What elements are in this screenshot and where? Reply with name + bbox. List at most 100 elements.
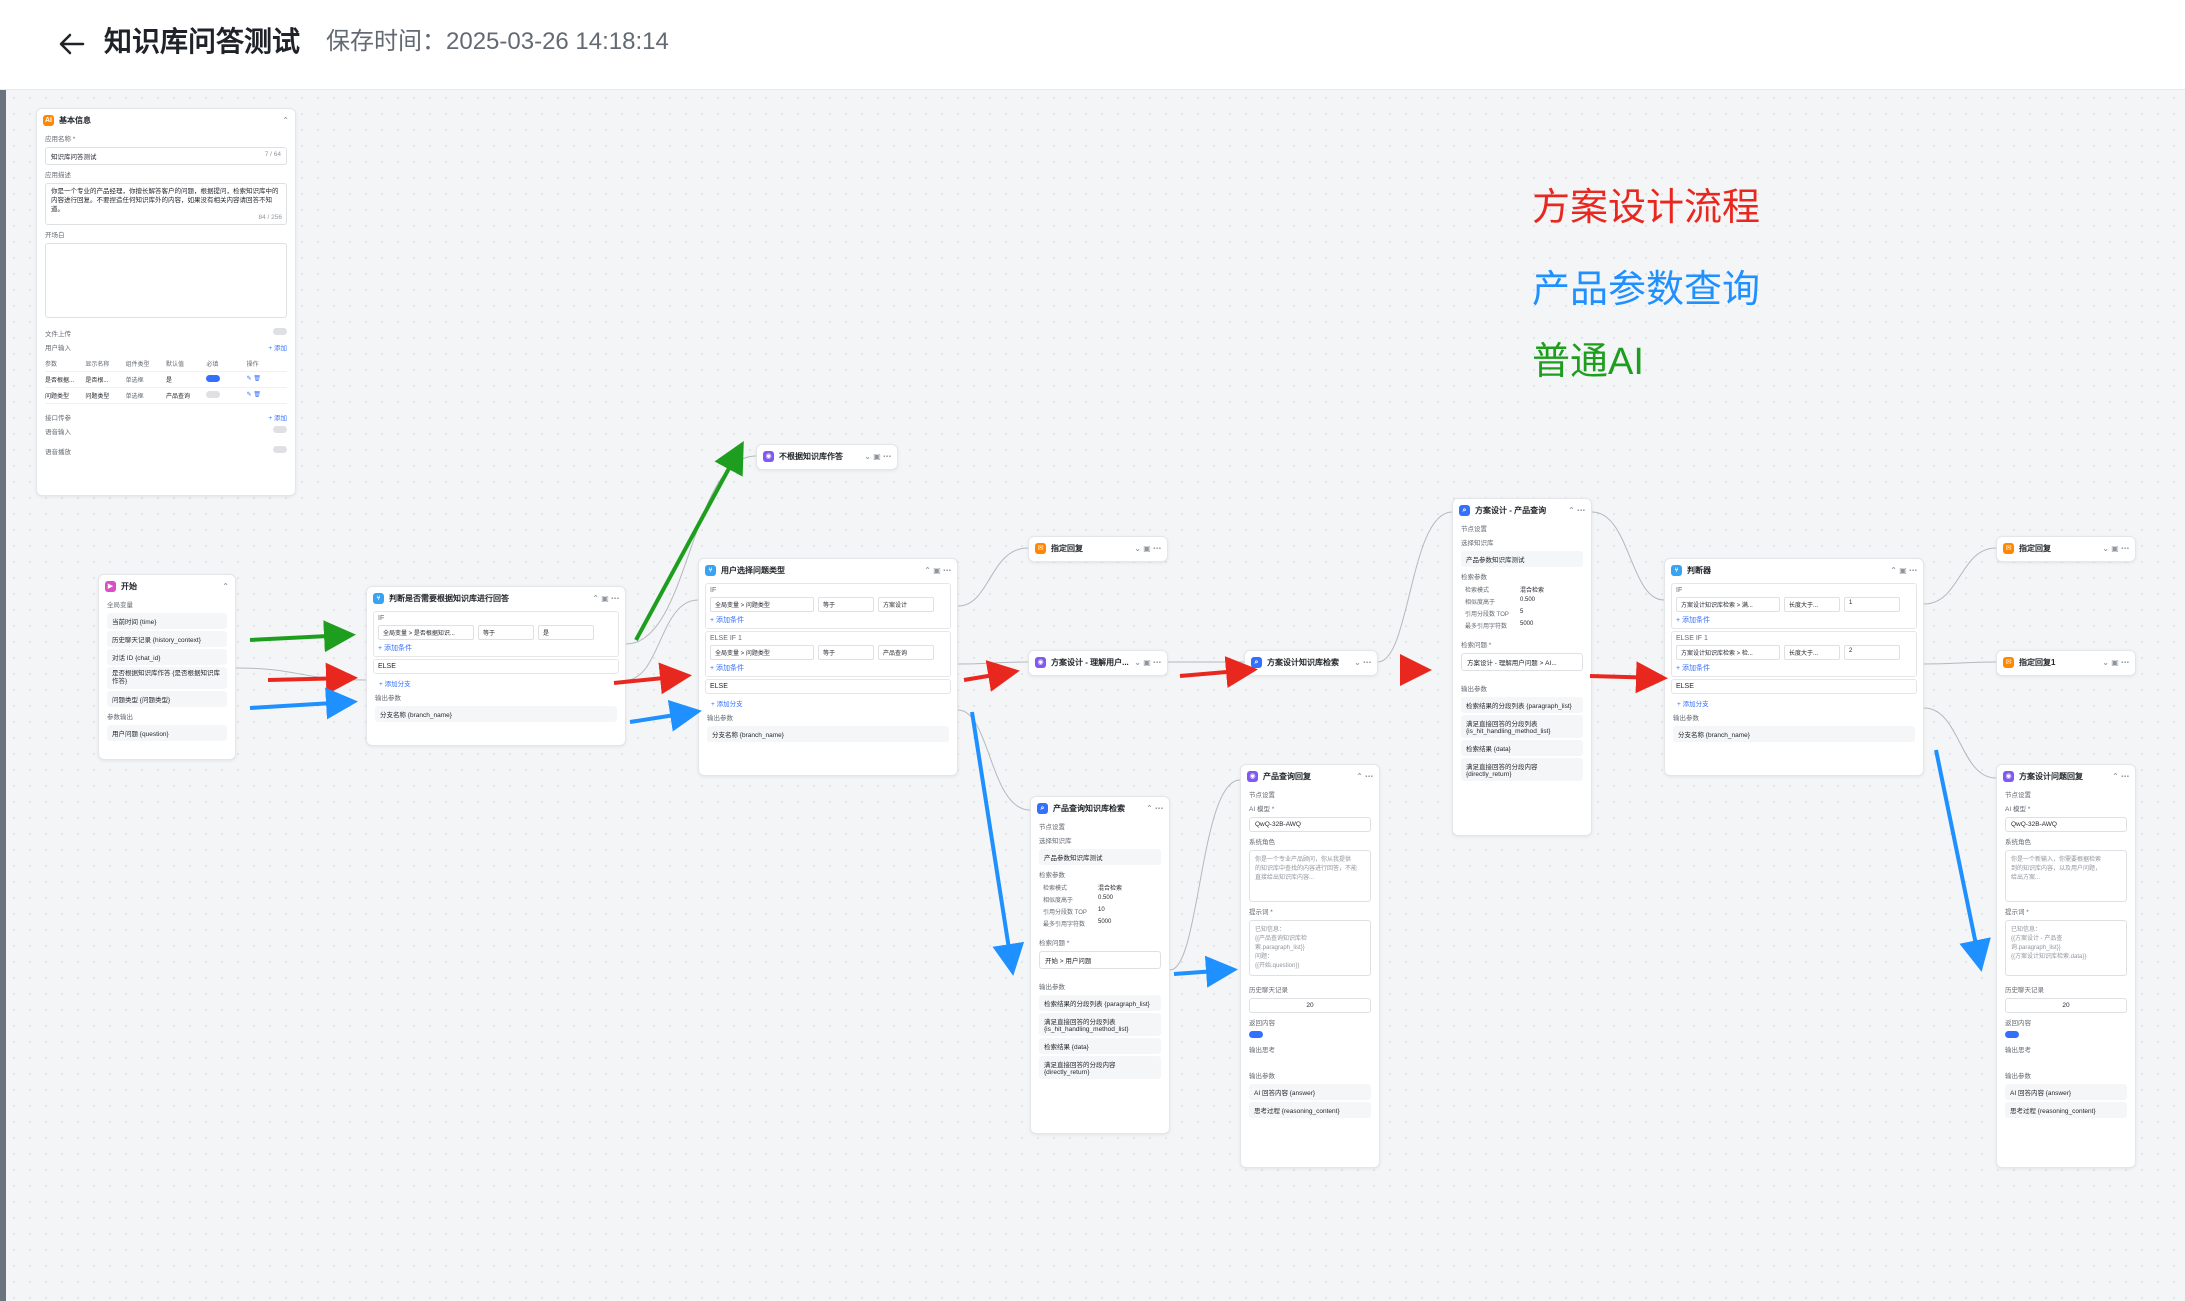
condition-field[interactable]: 全局变量 > 问题类型 [710,645,814,660]
condition-operator[interactable]: 长度大于... [1784,597,1840,612]
return-toggle[interactable] [2005,1031,2019,1038]
condition-field[interactable]: 全局变量 > 是否根据知识... [378,625,474,640]
field-label: 检索参数 [1039,872,1065,879]
node-controls-icon[interactable]: ⌃ ⋯ [1146,803,1163,813]
model-select[interactable]: QwQ-32B-AWQ [1249,817,1371,832]
role-textarea[interactable]: 你是一个专业产品顾问，你从我提供 的知识库中查找的内容进行回答，不能 直接给出知… [1249,850,1371,902]
edit-delete-icon[interactable]: ✎ 🗑 [246,376,261,382]
kb-item[interactable]: 产品参数知识库测试 [1461,551,1583,567]
section-label: 参数输出 [107,714,133,721]
model-select[interactable]: QwQ-32B-AWQ [2005,817,2127,832]
design-understand-node[interactable]: ◉方案设计 - 理解用户...⌄ ▣ ⋯ [1028,650,1168,676]
legend-green: 普通AI [1532,341,1644,383]
condition-field[interactable]: 方案设计知识库检索 > 满... [1676,597,1780,612]
design-reply-node[interactable]: ◉方案设计问题回复⌃ ⋯ 节点设置 AI 模型 * QwQ-32B-AWQ 系统… [1996,764,2136,1168]
field-label: AI 模型 * [1249,806,1275,813]
output-row: AI 回答内容 {answer} [2005,1084,2127,1100]
reply-node-3[interactable]: ✉指定回复1⌄ ▣ ⋯ [1996,650,2136,676]
required-toggle[interactable] [206,391,246,400]
add-branch-button[interactable]: + 添加分支 [711,701,743,708]
condition-value[interactable]: 2 [1844,645,1900,660]
condition-row[interactable]: 全局变量 > 问题类型等于方案设计 [710,597,946,612]
if-branch: IF 全局变量 > 问题类型等于方案设计 + 添加条件 [705,583,951,629]
param-label: 引用分段数 TOP [1043,909,1087,916]
node-controls-icon[interactable]: ⌃ ▣ ⋯ [924,565,951,575]
node-controls-icon[interactable]: ⌃ ▣ ⋯ [592,593,619,603]
reply-node-2[interactable]: ✉指定回复⌄ ▣ ⋯ [1996,536,2136,562]
design-product-node[interactable]: ⌕方案设计 - 产品查询⌃ ⋯ 节点设置 选择知识库 产品参数知识库测试 检索参… [1452,498,1592,836]
edit-delete-icon[interactable]: ✎ 🗑 [246,392,261,398]
opening-input[interactable] [45,243,287,318]
collapse-icon[interactable]: ⌃ [222,581,229,591]
condition-row[interactable]: 全局变量 > 问题类型等于产品查询 [710,645,946,660]
condition-row[interactable]: 方案设计知识库检索 > 检... 长度大于... 2 [1676,645,1912,660]
condition-field[interactable]: 方案设计知识库检索 > 检... [1676,645,1780,660]
add-condition-button[interactable]: + 添加条件 [1676,617,1711,624]
product-kb-node[interactable]: ⌕产品查询知识库检索⌃ ⋯ 节点设置 选择知识库 产品参数知识库测试 检索参数 … [1030,796,1170,1134]
node-controls-icon[interactable]: ⌄ ▣ ⋯ [1134,657,1161,667]
condition-row[interactable]: 方案设计知识库检索 > 满... 长度大于... 1 [1676,597,1912,612]
node-controls-icon[interactable]: ⌄ ▣ ⋯ [2102,543,2129,553]
node-controls-icon[interactable]: ⌃ ⋯ [1356,771,1373,781]
no-kb-node[interactable]: ◉不根据知识库作答⌄ ▣ ⋯ [756,444,898,470]
add-condition-button[interactable]: + 添加条件 [710,617,745,624]
condition-value[interactable]: 方案设计 [878,597,934,612]
back-arrow-icon[interactable] [52,24,92,64]
product-reply-node[interactable]: ◉产品查询回复⌃ ⋯ 节点设置 AI 模型 * QwQ-32B-AWQ 系统角色… [1240,764,1380,1168]
condition-field[interactable]: 全局变量 > 问题类型 [710,597,814,612]
condition-operator[interactable]: 长度大于... [1784,645,1840,660]
return-toggle[interactable] [1249,1031,1263,1038]
judge-2-node[interactable]: ⑂判断器⌃ ▣ ⋯ IF 方案设计知识库检索 > 满...长度大于...1 + … [1664,558,1924,776]
node-controls-icon[interactable]: ⌄ ▣ ⋯ [864,451,891,461]
add-user-input-button[interactable]: + 添加 [268,345,287,352]
app-desc-value: 你是一个专业的产品经理，你擅长解答客户的问题，根据提问，检索知识库中的内容进行回… [51,188,279,213]
add-condition-button[interactable]: + 添加条件 [710,665,745,672]
node-title: 产品查询知识库检索 [1053,803,1125,813]
add-condition-button[interactable]: + 添加条件 [378,645,413,652]
judge-kb-node[interactable]: ⑂判断是否需要根据知识库进行回答⌃ ▣ ⋯ IF 全局变量 > 是否根据知识..… [366,586,626,746]
app-desc-input[interactable]: 你是一个专业的产品经理，你擅长解答客户的问题，根据提问，检索知识库中的内容进行回… [45,183,287,225]
node-controls-icon[interactable]: ⌄ ▣ ⋯ [2102,657,2129,667]
condition-value[interactable]: 1 [1844,597,1900,612]
question-type-node[interactable]: ⑂用户选择问题类型⌃ ▣ ⋯ IF 全局变量 > 问题类型等于方案设计 + 添加… [698,558,958,776]
condition-operator[interactable]: 等于 [818,597,874,612]
condition-operator[interactable]: 等于 [818,645,874,660]
question-select[interactable]: 方案设计 - 理解用户问题 > AI... [1461,653,1583,671]
field-label: 检索参数 [1461,574,1487,581]
history-count-input[interactable]: 20 [1249,998,1371,1013]
voice-play-toggle[interactable] [273,446,287,453]
reply-node-1[interactable]: ✉指定回复⌄ ▣ ⋯ [1028,536,1168,562]
condition-row[interactable]: 全局变量 > 是否根据知识... 等于是 [378,625,614,640]
add-branch-button[interactable]: + 添加分支 [379,681,411,688]
node-title: 方案设计 - 理解用户... [1051,657,1129,667]
table-cell: 是否根... [85,378,109,384]
file-upload-toggle[interactable] [273,328,287,335]
history-count-input[interactable]: 20 [2005,998,2127,1013]
question-select[interactable]: 开始 > 用户问题 [1039,951,1161,969]
start-node[interactable]: ▶开始⌃ 全局变量 当前时间 {time} 历史聊天记录 {history_co… [98,574,236,760]
node-controls-icon[interactable]: ⌃ ⋯ [2112,771,2129,781]
table-cell: 问题类型 [45,394,70,400]
kb-item[interactable]: 产品参数知识库测试 [1039,849,1161,865]
role-textarea[interactable]: 你是一个新输入，你需要根据检索 到的知识库内容，以及用户问题， 给出方案... [2005,850,2127,902]
voice-input-toggle[interactable] [273,426,287,433]
node-controls-icon[interactable]: ⌄ ⋯ [1354,657,1371,667]
judge-icon: ⑂ [705,564,716,576]
condition-operator[interactable]: 等于 [478,625,534,640]
add-condition-button[interactable]: + 添加条件 [1676,665,1711,672]
prompt-textarea[interactable]: 已知信息： {{方案设计 - 产品查 询.paragraph_list}} {{… [2005,920,2127,976]
condition-value[interactable]: 是 [538,625,594,640]
required-toggle[interactable] [206,375,246,384]
prompt-textarea[interactable]: 已知信息： {{产品查询知识库检 索.paragraph_list}} 问题： … [1249,920,1371,976]
node-controls-icon[interactable]: ⌃ ⋯ [1568,505,1585,515]
add-api-param-button[interactable]: + 添加 [268,415,287,422]
design-kb-node[interactable]: ⌕方案设计知识库检索⌄ ⋯ [1244,650,1378,676]
add-branch-button[interactable]: + 添加分支 [1677,701,1709,708]
node-controls-icon[interactable]: ⌄ ▣ ⋯ [1134,543,1161,553]
node-controls-icon[interactable]: ⌃ ▣ ⋯ [1890,565,1917,575]
collapse-icon[interactable]: ⌃ [282,115,289,125]
condition-value[interactable]: 产品查询 [878,645,934,660]
